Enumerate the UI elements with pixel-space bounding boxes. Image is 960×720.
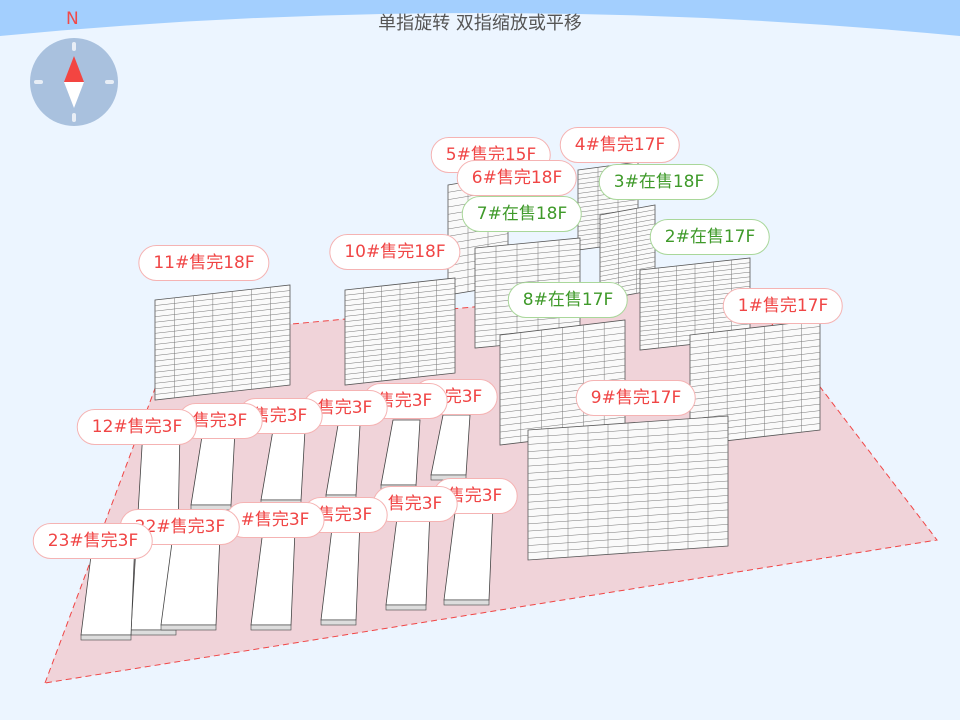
page-title: 单指旋转 双指缩放或平移 — [378, 13, 582, 34]
building-label[interactable]: #售完3F — [225, 502, 325, 538]
header-band — [0, 0, 960, 36]
building-label[interactable]: 12#售完3F — [76, 409, 198, 445]
building-label[interactable]: 11#售完18F — [138, 245, 270, 281]
building-label[interactable]: 6#售完18F — [456, 160, 578, 196]
building-label[interactable]: 9#售完17F — [575, 380, 697, 416]
tower-building[interactable] — [639, 257, 751, 351]
tower-building[interactable] — [154, 284, 291, 401]
building-label[interactable]: 23#售完3F — [32, 523, 154, 559]
building-label[interactable]: 3#在售18F — [598, 164, 720, 200]
compass-button[interactable] — [30, 38, 118, 126]
north-label: N — [66, 9, 79, 29]
tower-building[interactable] — [527, 415, 729, 561]
building-label[interactable]: 2#在售17F — [649, 219, 771, 255]
compass-needle-icon — [34, 42, 114, 122]
tower-building[interactable] — [689, 319, 821, 446]
building-label[interactable]: 10#售完18F — [329, 234, 461, 270]
lowrise-building[interactable] — [430, 414, 471, 481]
building-label[interactable]: 4#售完17F — [559, 127, 681, 163]
building-label[interactable]: 8#在售17F — [507, 282, 629, 318]
header: 单指旋转 双指缩放或平移 — [0, 0, 960, 40]
lowrise-building[interactable] — [443, 504, 494, 606]
tower-building[interactable] — [344, 277, 456, 386]
building-label[interactable]: 7#在售18F — [461, 196, 583, 232]
building-label[interactable]: 售完3F — [237, 398, 323, 434]
building-label[interactable]: 1#售完17F — [722, 288, 844, 324]
